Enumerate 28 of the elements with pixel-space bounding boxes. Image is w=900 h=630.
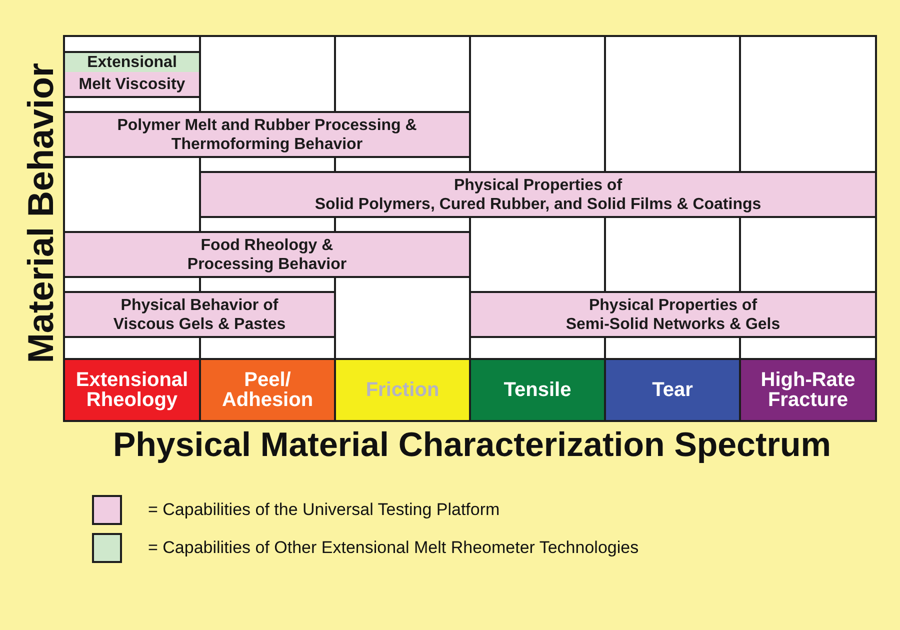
category-label: Friction [366,380,440,400]
capability-band [199,171,877,218]
capability-band [63,51,201,98]
legend-text: = Capabilities of Other Extensional Melt Rheometer Technologies [148,538,639,558]
legend-text: = Capabilities of the Universal Testing Platform [148,500,500,520]
category-box [469,358,606,422]
capability-band [63,231,471,278]
category-label: Tensile [504,380,572,400]
band-label: Physical Behavior of Viscous Gels & Pastes [113,296,286,334]
band-label: Extensional [65,53,199,72]
category-label: Peel/ Adhesion [222,370,314,410]
category-box [63,358,201,422]
band-label: Food Rheology & Processing Behavior [187,236,347,274]
category-box [739,358,877,422]
capability-band [469,291,877,338]
band-label: Physical Properties of Solid Polymers, Cured Rubber, and Solid Films & Coatings [314,176,762,214]
category-label: Extensional Rheology [76,370,188,410]
capability-band [63,291,336,338]
band-label: Polymer Melt and Rubber Processing & Thermoforming Behavior [117,116,417,154]
axis-title: Physical Material Characterization Spectrum [112,426,832,464]
capability-band [63,111,471,158]
band-label: Physical Properties of Semi-Solid Networks & Gels [566,296,780,334]
category-box [199,358,336,422]
category-box [604,358,741,422]
category-label: Tear [652,380,693,400]
axis-title: Material Behavior [23,62,59,364]
category-box [334,358,471,422]
category-label: High-Rate Fracture [760,370,856,410]
